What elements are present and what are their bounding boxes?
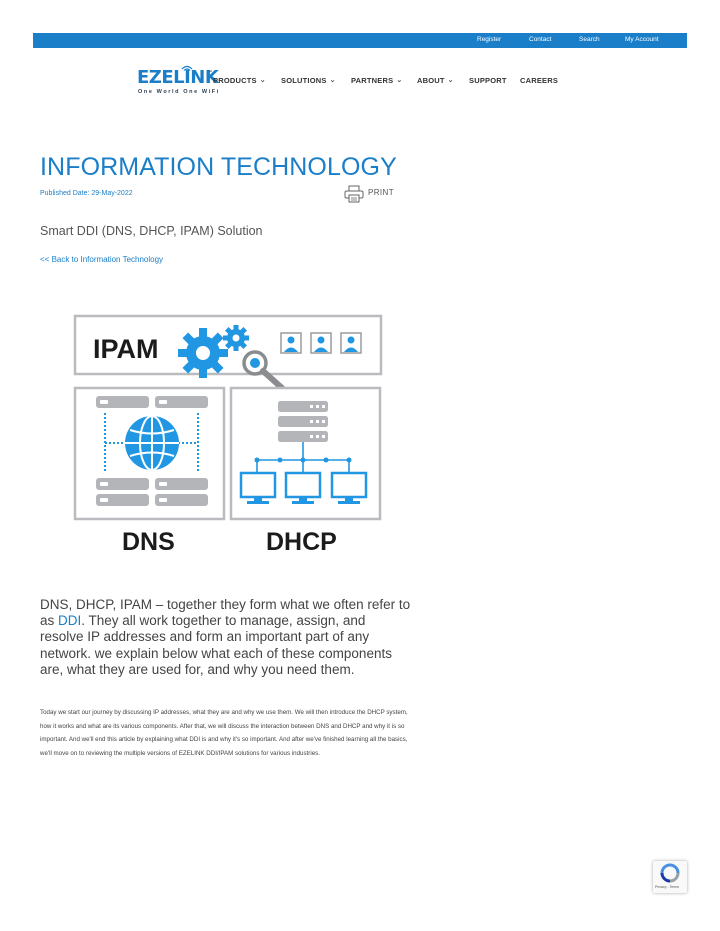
nav-products[interactable]: PRODUCTS⌄: [213, 76, 266, 85]
print-button[interactable]: PRINT: [344, 185, 394, 203]
chevron-down-icon: ⌄: [396, 77, 403, 84]
logo-tagline: One World One WiFi: [138, 89, 220, 95]
nav-partners[interactable]: PARTNERS⌄: [351, 76, 402, 85]
nav-careers[interactable]: CAREERS: [520, 76, 558, 85]
user-icon: [340, 332, 362, 354]
back-to-category-link[interactable]: << Back to Information Technology: [40, 255, 164, 264]
lead-text-end: . They all work together to manage, assi…: [40, 613, 392, 677]
article-subtitle: Smart DDI (DNS, DHCP, IPAM) Solution: [40, 224, 263, 238]
chevron-down-icon: ⌄: [329, 77, 336, 84]
ddi-link[interactable]: DDI: [58, 613, 82, 629]
ddi-illustration: IPAM: [73, 314, 383, 556]
recaptcha-icon: [660, 863, 680, 883]
nav-support[interactable]: SUPPORT: [469, 76, 507, 85]
my-account-link[interactable]: My Account: [625, 36, 659, 43]
gear-icon: [178, 328, 228, 378]
printer-icon: [344, 185, 364, 203]
search-link[interactable]: Search: [579, 36, 600, 43]
nav-label: SOLUTIONS: [281, 76, 327, 85]
nav-solutions[interactable]: SOLUTIONS⌄: [281, 76, 336, 85]
ipam-label: IPAM: [93, 334, 159, 364]
dns-label: DNS: [122, 528, 175, 556]
chevron-down-icon: ⌄: [259, 77, 266, 84]
nav-label: CAREERS: [520, 76, 559, 85]
network-lines: [104, 413, 199, 473]
nav-label: ABOUT: [417, 76, 445, 85]
monitor-icon: [239, 471, 277, 504]
published-date: Published Date: 29-May-2022: [40, 190, 133, 197]
server-icon: [278, 401, 328, 442]
page-title: INFORMATION TECHNOLOGY: [40, 153, 397, 181]
chevron-down-icon: ⌄: [447, 77, 454, 84]
globe-icon: [125, 415, 179, 471]
register-link[interactable]: Register: [477, 36, 502, 43]
body-paragraph: Today we start our journey by discussing…: [40, 709, 408, 757]
monitor-icon: [330, 471, 368, 504]
recaptcha-badge[interactable]: Privacy - Terms: [653, 861, 687, 893]
top-utility-bar: Register Contact Search My Account: [33, 33, 687, 48]
lead-paragraph: DNS, DHCP, IPAM – together they form wha…: [40, 597, 412, 678]
nav-label: PRODUCTS: [213, 76, 257, 85]
site-logo[interactable]: EZELINK ™ One World One WiFi: [137, 65, 219, 95]
contact-link[interactable]: Contact: [529, 36, 552, 43]
dhcp-label: DHCP: [266, 528, 337, 556]
user-icon: [310, 332, 332, 354]
wifi-icon: [181, 65, 193, 74]
logo-brand-text: EZELINK: [137, 67, 219, 88]
nav-about[interactable]: ABOUT⌄: [417, 76, 454, 85]
recaptcha-text: Privacy - Terms: [655, 885, 680, 889]
nav-label: SUPPORT: [469, 76, 507, 85]
print-label: PRINT: [368, 188, 394, 197]
trademark-symbol: ™: [208, 69, 212, 74]
magnifier-icon: [242, 350, 285, 391]
gear-icon: [223, 325, 249, 351]
monitor-icon: [284, 471, 322, 504]
user-icon: [280, 332, 302, 354]
server-icon: [96, 396, 208, 506]
nav-label: PARTNERS: [351, 76, 394, 85]
lead-text-start: DNS, DHCP, IPAM – together they form wha…: [40, 597, 411, 629]
